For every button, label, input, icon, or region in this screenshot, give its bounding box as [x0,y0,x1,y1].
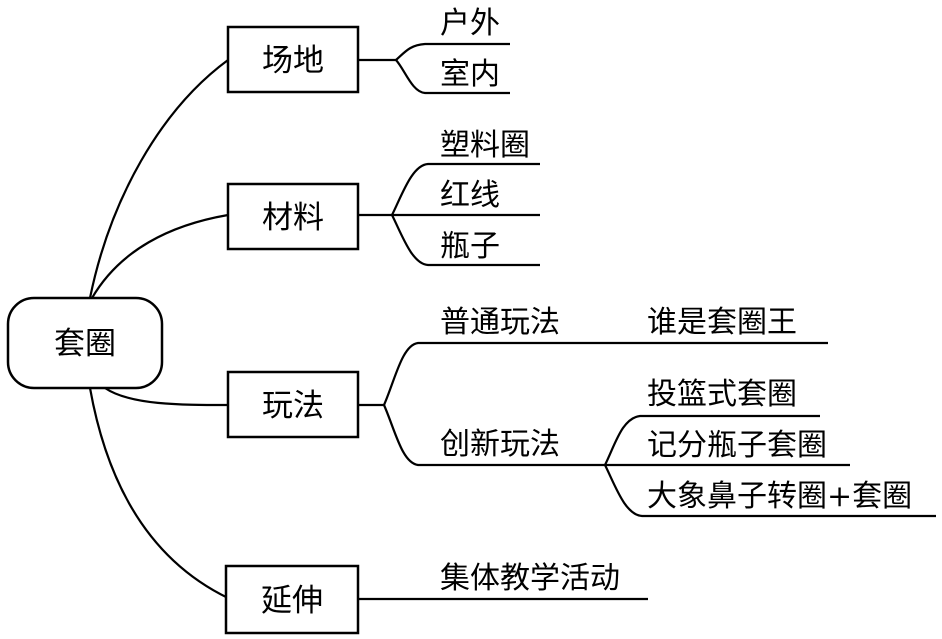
branch-venue-box [226,25,360,94]
branch-venue-label: 场地 [262,43,324,79]
branch-materials[interactable]: 材料 [226,182,360,251]
connector-materials-bottles [391,214,540,267]
leaf-basketball-ring-toss: 投篮式套圈 [647,377,797,412]
connector-root-materials [91,213,229,299]
sub-normal-play: 普通玩法 [440,305,560,340]
connector-root-extension [88,387,229,599]
connector-root-venue [88,59,229,299]
leaf-who-is-ring-king: 谁是套圈王 [647,305,797,340]
sub-innovative-play: 创新玩法 [440,427,560,462]
branch-gameplay-label: 玩法 [262,388,324,424]
leaf-indoor: 室内 [440,57,500,92]
connector-gameplay-normal [382,341,828,406]
connector-gameplay-innovative [382,404,605,467]
root-node-label: 套圈 [54,326,116,362]
branch-gameplay[interactable]: 玩法 [226,370,360,439]
connector-innovative-basketball [604,414,820,466]
branch-extension[interactable]: 延伸 [224,564,360,635]
leaf-elephant-trunk-ring-toss: 大象鼻子转圈+套圈 [647,479,912,514]
root-node-box [6,296,164,390]
leaf-red-string: 红线 [440,178,500,213]
branch-extension-label: 延伸 [261,583,323,619]
connector-innovative-elephant [604,464,936,518]
leaf-outdoor: 户外 [440,6,500,41]
branch-materials-box [226,182,360,251]
branch-venue[interactable]: 场地 [226,25,360,94]
leaf-group-teaching-activity: 集体教学活动 [440,561,620,596]
connector-venue-indoor [395,59,510,95]
connector-root-gameplay [104,387,229,407]
branch-materials-label: 材料 [262,200,324,236]
root-node[interactable]: 套圈 [6,296,164,390]
leaf-scoring-bottle-ring-toss: 记分瓶子套圈 [647,428,827,463]
branch-gameplay-box [226,370,360,439]
connector-venue-outdoor [395,42,510,61]
leaf-bottles: 瓶子 [440,229,500,264]
leaf-plastic-rings: 塑料圈 [440,128,530,163]
connector-materials-plastic-rings [391,162,540,216]
